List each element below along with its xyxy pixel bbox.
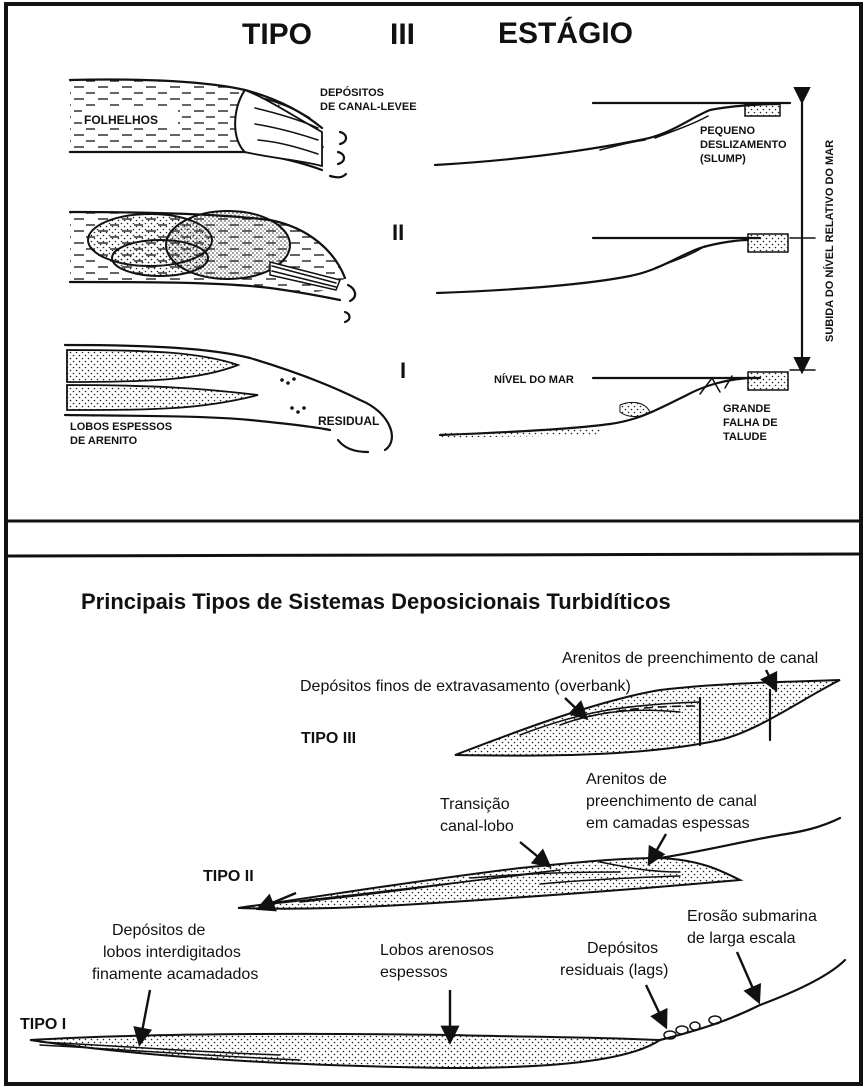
label-camadas: em camadas espessas <box>586 815 750 832</box>
label-arenitos-de: Arenitos de <box>586 771 667 788</box>
tipo-i-section: TIPO I Depósitos de lobos interdigitados… <box>20 893 845 1068</box>
label-canal-lobo: canal-lobo <box>440 818 514 835</box>
stage-i-plan: I RESIDUAL LOBOS ESPESSOS DE ARENITO <box>65 345 406 452</box>
label-dep-resid: Depósitos <box>587 940 658 957</box>
tipo-ii-section: TIPO II Arenitos de preenchimento de can… <box>203 771 840 909</box>
tipo-iii-label: TIPO III <box>301 730 356 747</box>
label-grande-3: TALUDE <box>723 431 767 443</box>
label-preenchimento: preenchimento de canal <box>586 793 757 810</box>
label-residuais: residuais (lags) <box>560 962 668 979</box>
tipo-iii-section: TIPO III Arenitos de preenchimento de ca… <box>300 650 840 756</box>
tipo-i-label: TIPO I <box>20 1016 66 1033</box>
panel-divider-bottom <box>8 554 860 556</box>
label-larga: de larga escala <box>687 930 796 947</box>
label-nivel-do-mar: NÍVEL DO MAR <box>494 373 574 386</box>
label-depositos-2: DE CANAL-LEVEE <box>320 101 417 113</box>
label-subida: SUBIDA DO NÍVEL RELATIVO DO MAR <box>823 140 836 342</box>
stage-i-profile: NÍVEL DO MAR GRANDE FALHA DE TALUDE <box>440 372 788 443</box>
stage-roman-i: I <box>400 358 406 383</box>
label-lobos-2: DE ARENITO <box>70 435 138 447</box>
tipo-ii-label: TIPO II <box>203 868 254 885</box>
label-grande-1: GRANDE <box>723 403 771 415</box>
stage-iii-plan: DEPÓSITOS DE CANAL-LEVEE FOLHELHOS <box>70 79 417 177</box>
stage-iii-profile: PEQUENO DESLIZAMENTO (SLUMP) <box>435 103 790 165</box>
label-pequeno-1: PEQUENO <box>700 125 755 137</box>
stage-roman-ii: II <box>392 220 404 245</box>
label-grande-2: FALHA DE <box>723 417 778 429</box>
label-pequeno-2: DESLIZAMENTO <box>700 139 787 151</box>
title-estagio: ESTÁGIO <box>498 16 633 50</box>
label-depositos-finos: Depósitos finos de extravasamento (overb… <box>300 678 631 695</box>
title-roman-iii: III <box>390 18 415 51</box>
stage-ii-plan: II <box>70 211 404 322</box>
lower-panel: Principais Tipos de Sistemas Deposiciona… <box>20 589 845 1068</box>
label-pequeno-3: (SLUMP) <box>700 153 746 165</box>
label-finamente: finamente acamadados <box>92 966 258 983</box>
label-erosao: Erosão submarina <box>687 908 817 925</box>
label-transicao: Transição <box>440 796 510 813</box>
label-residual: RESIDUAL <box>318 414 379 428</box>
title-tipo: TIPO <box>242 18 312 51</box>
label-espessos: espessos <box>380 964 448 981</box>
label-lobos-aren: Lobos arenosos <box>380 942 494 959</box>
stage-ii-profile <box>437 234 788 293</box>
sea-level-rise-indicator: SUBIDA DO NÍVEL RELATIVO DO MAR <box>790 100 836 370</box>
lower-title: Principais Tipos de Sistemas Deposiciona… <box>81 589 671 614</box>
label-lobos-1: LOBOS ESPESSOS <box>70 421 172 433</box>
label-folhelhos: FOLHELHOS <box>84 113 158 127</box>
label-depositos-1: DEPÓSITOS <box>320 86 384 99</box>
upper-panel: TIPO III ESTÁGIO DEPÓSITOS DE CANAL-LEVE… <box>65 16 836 452</box>
label-arenitos-top: Arenitos de preenchimento de canal <box>562 650 818 667</box>
label-dep-de: Depósitos de <box>112 922 205 939</box>
label-lobos-inter: lobos interdigitados <box>103 944 241 961</box>
